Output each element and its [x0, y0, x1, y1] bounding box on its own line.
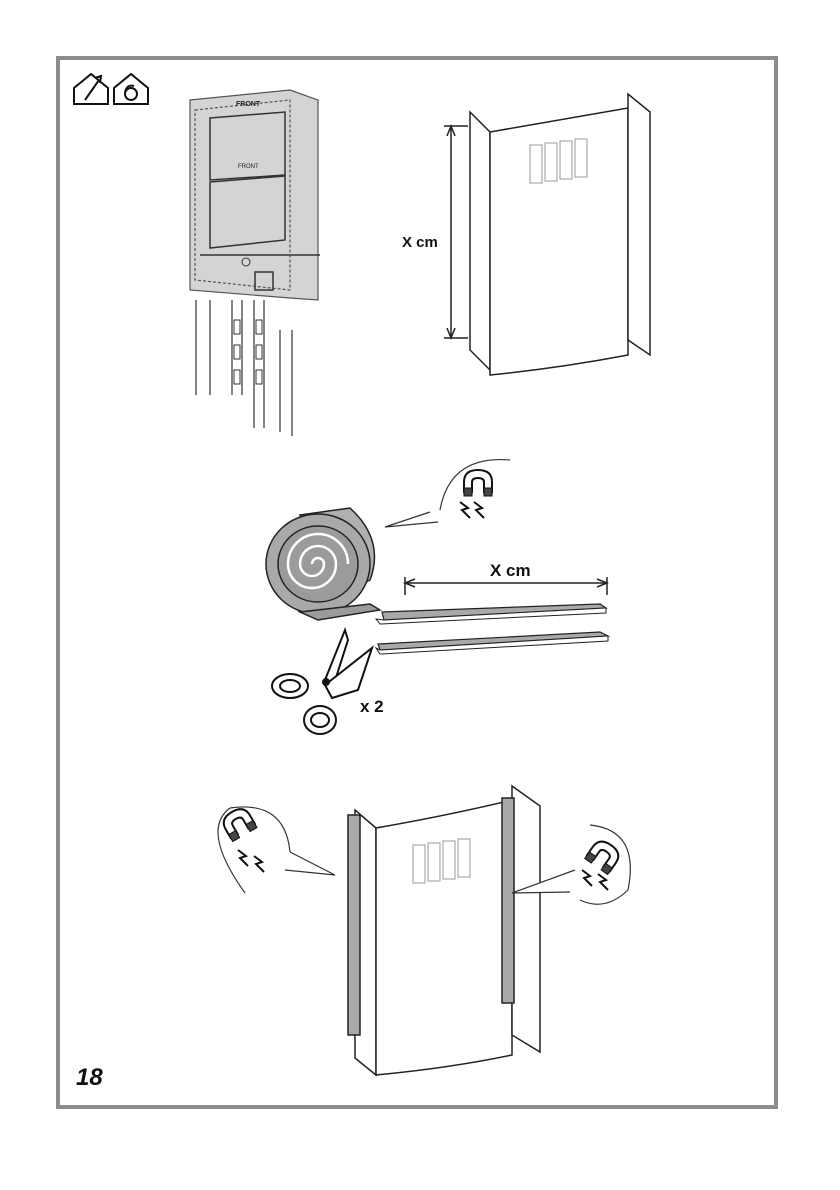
quantity-label: x 2 — [360, 697, 384, 717]
page-number: 18 — [76, 1064, 103, 1092]
frame-front-label-top: FRONT — [236, 101, 261, 108]
magnet-icon — [460, 470, 492, 518]
recirculation-mode-icon — [114, 74, 148, 104]
felt-strip-2 — [376, 632, 608, 654]
magnet-icon-right — [585, 837, 623, 874]
scissors-icon — [272, 630, 372, 734]
felt-strip-1 — [376, 604, 606, 624]
height-dimension-arrow — [444, 126, 468, 338]
magnet-icon-left — [220, 805, 257, 842]
chimney-cover-top — [470, 94, 650, 375]
frame-front-label-mid: FRONT — [238, 164, 259, 170]
ducted-mode-icon — [74, 74, 108, 104]
spark-icon-right — [582, 870, 608, 890]
strip-length-label: X cm — [490, 561, 531, 581]
support-frame-illustration: FRONT FRONT — [190, 90, 320, 436]
chimney-cover-bottom — [348, 786, 540, 1075]
felt-roll-icon — [266, 508, 380, 620]
spark-icon-left — [238, 850, 264, 872]
height-dimension-label: X cm — [402, 234, 438, 251]
